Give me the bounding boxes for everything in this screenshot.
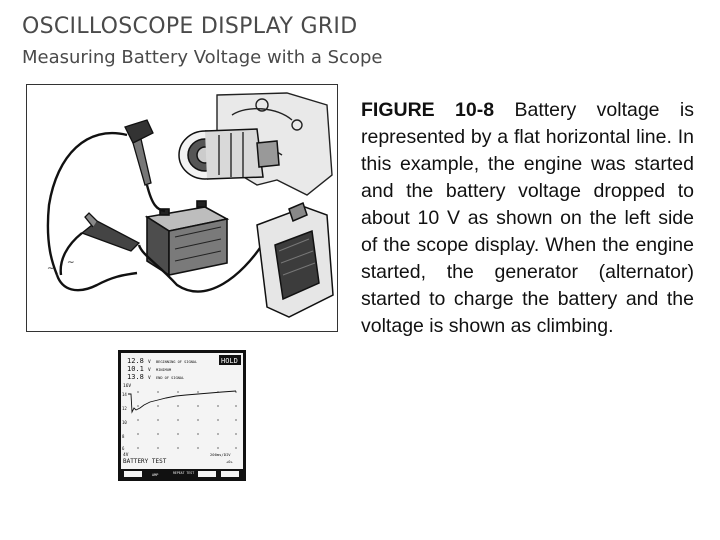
figure-caption-text: Battery voltage is represented by a flat…	[361, 99, 694, 337]
reading-1-unit: V	[148, 359, 151, 365]
softkey-bar: AMP REPEAT TEST	[121, 469, 243, 479]
scope-left-ticks: 14 12 10 8 6	[122, 392, 127, 451]
y-top-label: 16V	[123, 383, 131, 389]
softkey-1[interactable]	[124, 471, 142, 477]
mode-label: BATTERY TEST	[123, 458, 167, 465]
y-bottom-label: 4V	[123, 452, 129, 458]
trig-label: +0+	[226, 459, 234, 464]
reading-2-unit: V	[148, 367, 151, 373]
softkey-5[interactable]	[221, 471, 239, 477]
voltage-waveform	[128, 390, 237, 414]
slide-title: OSCILLOSCOPE DISPLAY GRID	[22, 14, 358, 39]
svg-text:14: 14	[122, 392, 127, 397]
reading-1-value: 12.8	[127, 357, 144, 365]
timebase-label: 200ms/DIV	[210, 452, 231, 457]
probe-tips	[80, 119, 154, 252]
svg-text:8: 8	[122, 434, 125, 439]
svg-text:12: 12	[122, 406, 127, 411]
figure-label: FIGURE 10-8	[361, 99, 495, 121]
reading-1-label: BEGINNING OF SIGNAL	[156, 360, 197, 364]
scope-grid	[137, 391, 237, 449]
scope-screen-image: 12.8 V BEGINNING OF SIGNAL 10.1 V MINIMU…	[118, 350, 246, 481]
figure-caption: FIGURE 10-8 Battery voltage is represent…	[361, 97, 694, 340]
battery-illustration	[144, 200, 230, 277]
softkey-repeat-test-label[interactable]: REPEAT TEST	[173, 471, 194, 475]
svg-text:6: 6	[122, 446, 125, 451]
scope-screen	[121, 353, 243, 469]
svg-text:~: ~	[47, 264, 55, 274]
reading-3-label: END OF SIGNAL	[156, 376, 184, 380]
hold-label: HOLD	[221, 357, 238, 365]
reading-2-value: 10.1	[127, 365, 144, 373]
slide-subtitle: Measuring Battery Voltage with a Scope	[22, 47, 383, 68]
svg-text:10: 10	[122, 420, 127, 425]
softkey-4[interactable]	[198, 471, 216, 477]
softkey-amp-label[interactable]: AMP	[152, 473, 158, 477]
generator-illustration	[178, 128, 280, 180]
scope-meter-illustration	[256, 201, 334, 318]
reading-2-label: MINIMUM	[156, 368, 172, 372]
reading-3-unit: V	[148, 375, 151, 381]
hold-badge	[219, 355, 241, 365]
reading-3-value: 13.8	[127, 373, 144, 381]
battery-scope-illustration: ~ ~	[26, 84, 338, 332]
probe-cables	[46, 132, 263, 293]
svg-text:~: ~	[67, 258, 75, 268]
